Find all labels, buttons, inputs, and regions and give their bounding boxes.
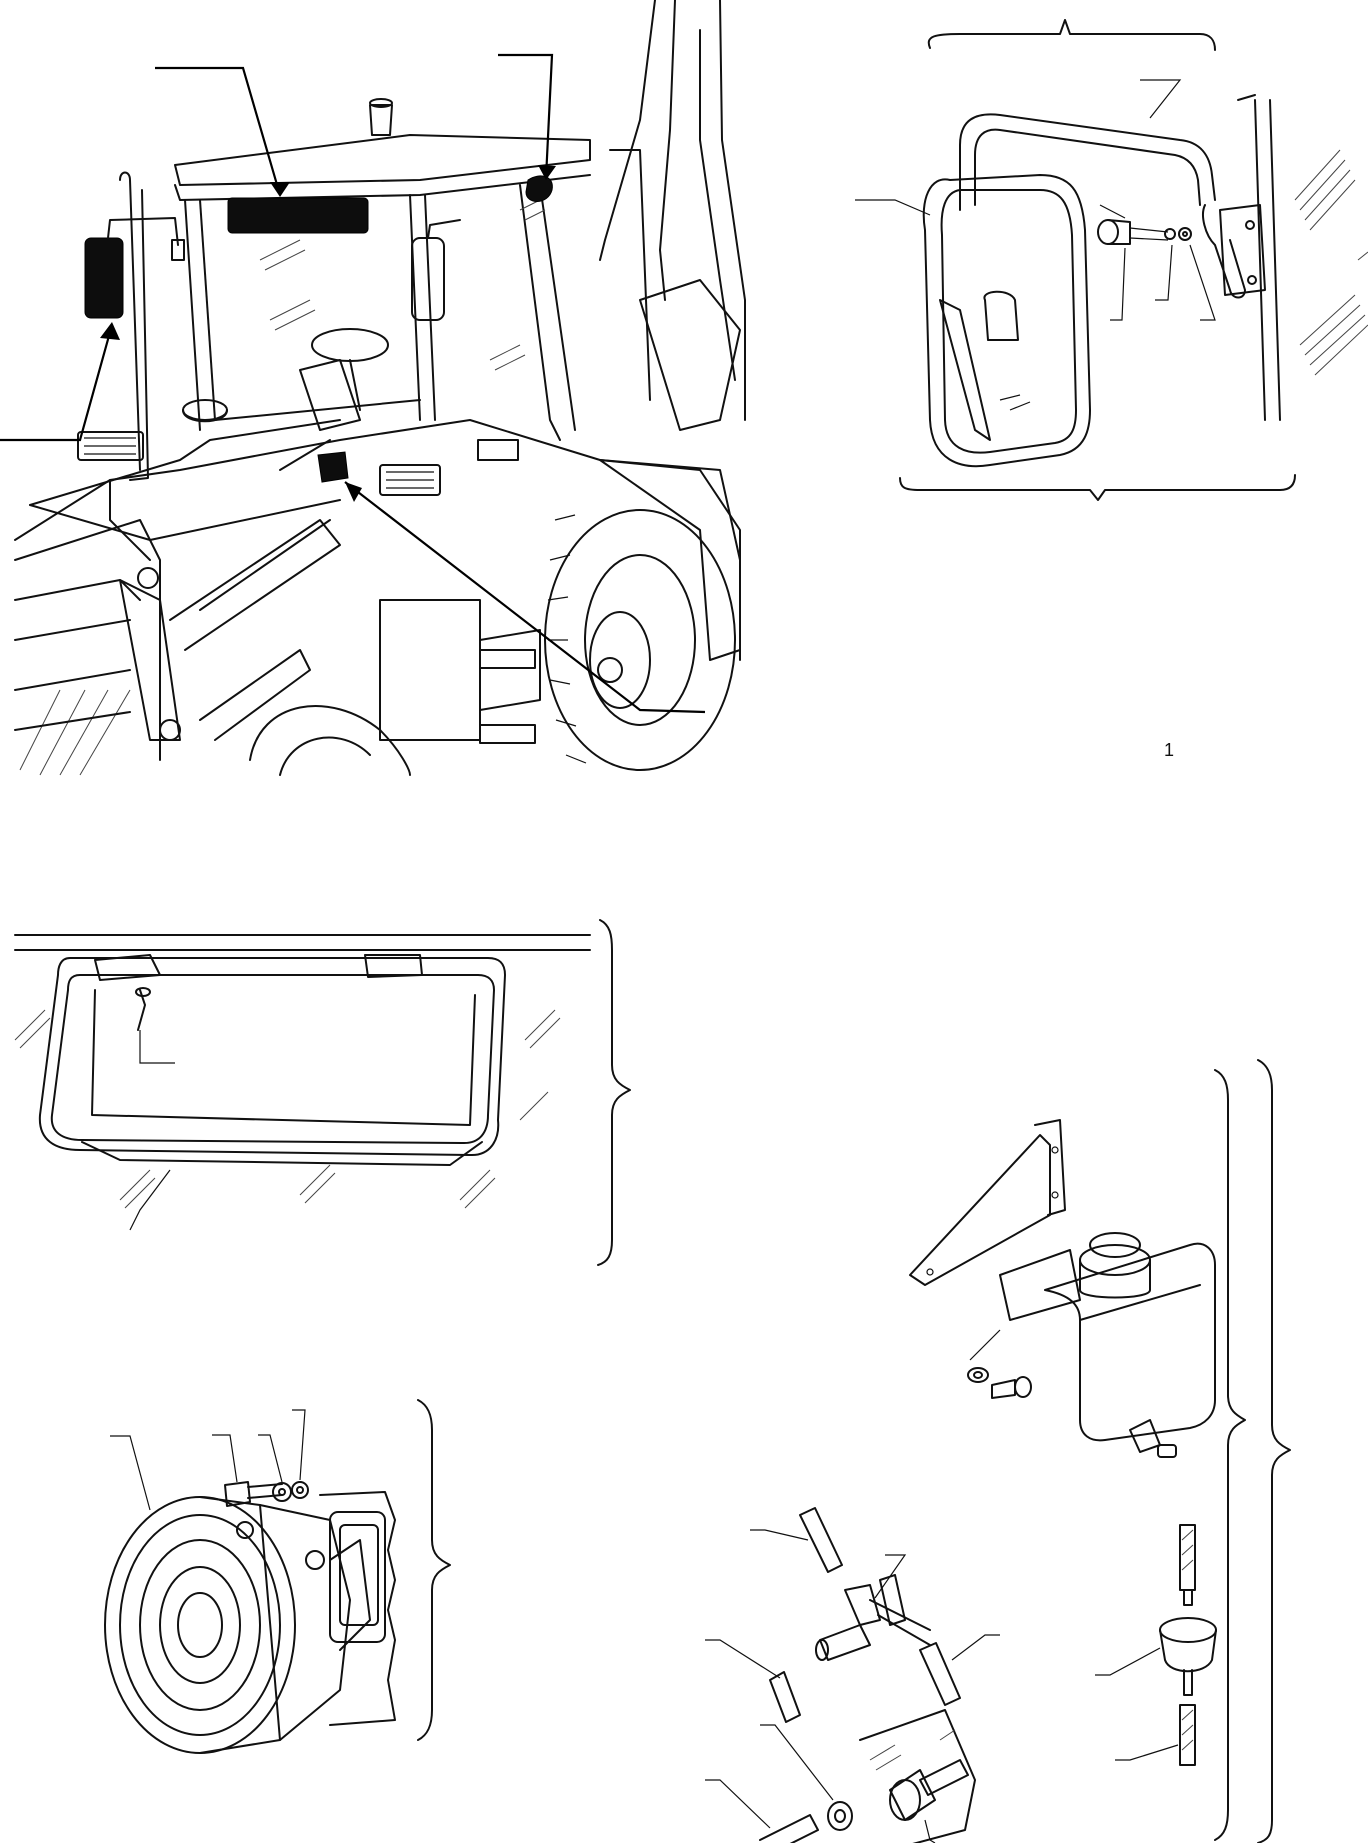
rear-view-mirror-detail bbox=[855, 19, 1368, 501]
sun-visor-detail bbox=[14, 919, 631, 1266]
washer-hose-fittings-detail bbox=[705, 1507, 1000, 1843]
machine-overview bbox=[0, 0, 746, 776]
washer-reservoir-detail bbox=[909, 1059, 1291, 1843]
callout-number: 1 bbox=[1164, 740, 1175, 760]
cab-fan-detail bbox=[104, 1399, 451, 1754]
washer-inline-filter-detail bbox=[1095, 1524, 1217, 1766]
